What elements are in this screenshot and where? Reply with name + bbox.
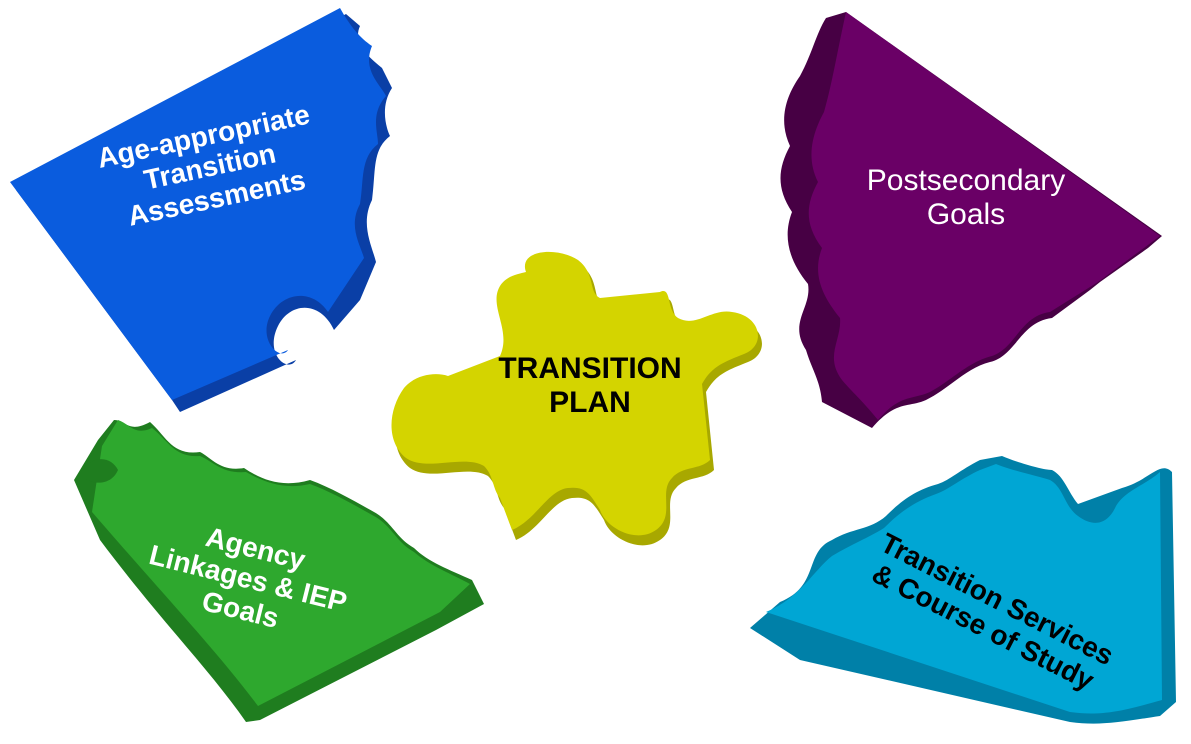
services-piece	[750, 456, 1176, 724]
agency-piece-top	[92, 420, 470, 706]
center-line-1: TRANSITION	[498, 352, 682, 385]
postsecondary-label: Postsecondary Goals	[826, 164, 1106, 231]
center-label: TRANSITION PLAN	[460, 352, 720, 419]
agency-piece-notch	[84, 459, 118, 483]
services-piece-top	[766, 464, 1162, 714]
postsecondary-piece-top	[808, 12, 1160, 420]
postsecondary-line-2: Goals	[926, 197, 1006, 231]
postsecondary-piece	[780, 12, 1162, 428]
center-piece	[391, 251, 762, 546]
center-piece-top	[391, 251, 758, 536]
assessments-piece-top	[10, 8, 386, 400]
center-line-2: PLAN	[549, 385, 631, 419]
assessments-piece	[10, 8, 392, 412]
agency-piece	[74, 420, 484, 722]
postsecondary-line-1: Postsecondary	[866, 164, 1066, 197]
